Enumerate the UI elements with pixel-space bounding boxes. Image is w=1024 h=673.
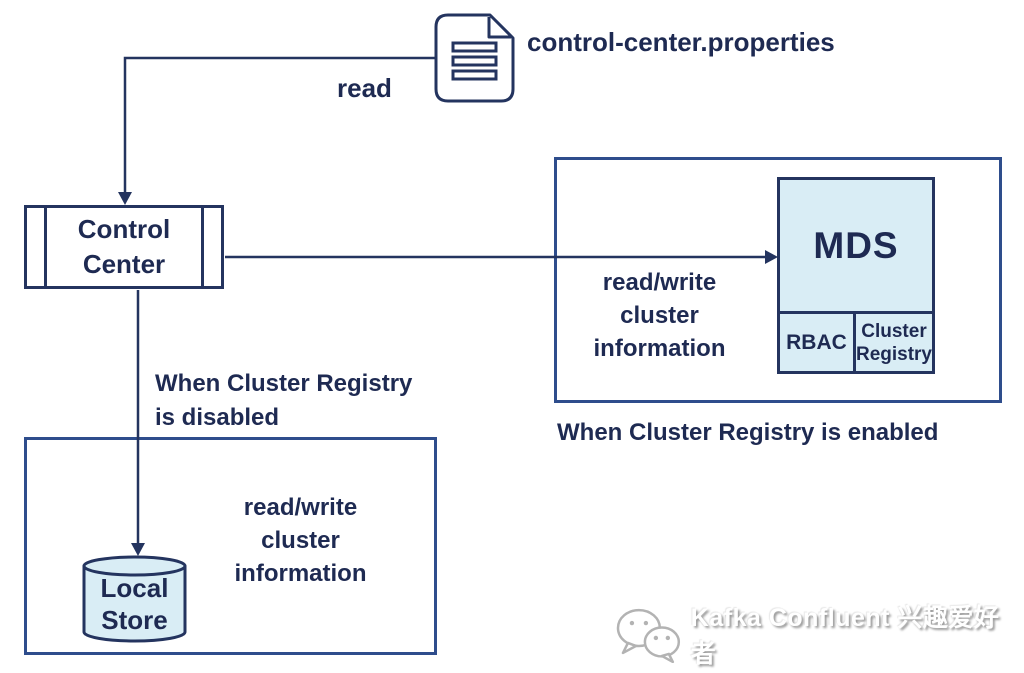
- cluster-registry-cell: Cluster Registry: [855, 320, 932, 365]
- when-enabled-caption: When Cluster Registry is enabled: [557, 419, 939, 446]
- properties-file-label: control-center.properties: [527, 27, 835, 57]
- control-center-label: Control Center: [77, 214, 171, 279]
- control-center-inner-line-right: [201, 208, 204, 286]
- read-write-cluster-info-label-local: read/write cluster information: [234, 494, 367, 587]
- rbac-cell: RBAC: [780, 314, 856, 371]
- local-store-label: Local Store: [100, 573, 169, 635]
- when-disabled-caption: When Cluster Registry is disabled: [155, 370, 413, 431]
- mds-node: MDS RBAC Cluster Registry: [777, 177, 935, 374]
- mds-sub-row: RBAC Cluster Registry: [780, 311, 932, 371]
- watermark: Kafka Confluent 兴趣爱好者: [612, 598, 1024, 670]
- control-center-node: Control Center: [24, 205, 224, 289]
- cluster-registry-disabled-box: [24, 437, 437, 655]
- mds-label: MDS: [813, 224, 899, 266]
- read-write-cluster-info-label-mds: read/write cluster information: [593, 269, 726, 362]
- wechat-icon: [616, 608, 681, 663]
- document-icon: [434, 13, 515, 103]
- cluster-registry-enabled-box: [554, 157, 1002, 403]
- control-center-inner-line-left: [44, 208, 47, 286]
- read-label: read: [337, 73, 392, 103]
- watermark-text: Kafka Confluent 兴趣爱好者: [690, 604, 1000, 668]
